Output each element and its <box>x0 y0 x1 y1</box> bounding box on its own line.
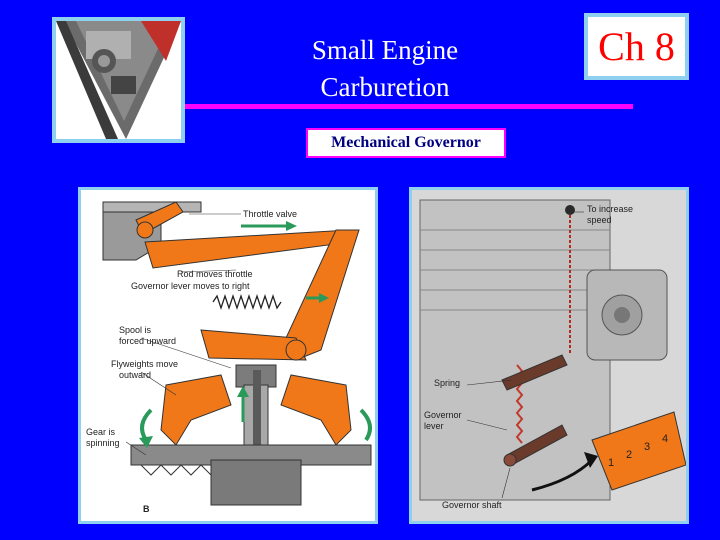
engine-photo-frame: 1 2 3 4 To increase speed Spring Governo… <box>409 187 689 524</box>
engine-thumbnail-image <box>56 21 181 139</box>
chapter-label: Ch 8 <box>588 17 685 76</box>
section-subtitle: Mechanical Governor <box>306 128 506 158</box>
engine-photo: 1 2 3 4 To increase speed Spring Governo… <box>412 190 686 521</box>
label-governor-shaft: Governor shaft <box>442 500 502 510</box>
dial-number-3: 3 <box>644 441 650 453</box>
label-flyweights-1: Flyweights move <box>111 359 178 369</box>
label-rod-moves: Rod moves throttle <box>177 269 253 279</box>
label-throttle-valve: Throttle valve <box>243 209 297 219</box>
label-spring: Spring <box>434 378 460 388</box>
title-divider <box>185 104 633 109</box>
title-line-1: Small Engine <box>311 35 459 65</box>
label-governor-lever-moves: Governor lever moves to right <box>131 281 250 291</box>
label-gear-2: spinning <box>86 438 120 448</box>
governor-diagram-frame: Throttle valve Rod moves throttle Govern… <box>78 187 378 524</box>
governor-diagram: Throttle valve Rod moves throttle Govern… <box>81 190 375 521</box>
label-governor-lever-1: Governor <box>424 410 462 420</box>
slide-title: Small Engine Carburetion <box>260 32 510 106</box>
label-spool-1: Spool is <box>119 325 152 335</box>
label-governor-lever-2: lever <box>424 421 444 431</box>
label-increase-1: To increase <box>587 204 633 214</box>
label-corner: B <box>143 504 150 514</box>
title-line-2: Carburetion <box>320 72 450 102</box>
label-increase-2: speed <box>587 215 612 225</box>
dial-number-4: 4 <box>662 433 668 445</box>
engine-thumbnail-frame <box>52 17 185 143</box>
label-flyweights-2: outward <box>119 370 151 380</box>
label-gear-1: Gear is <box>86 427 116 437</box>
dial-number-1: 1 <box>608 457 614 469</box>
dial-number-2: 2 <box>626 449 632 461</box>
label-spool-2: forced upward <box>119 336 176 346</box>
chapter-badge: Ch 8 <box>584 13 689 80</box>
